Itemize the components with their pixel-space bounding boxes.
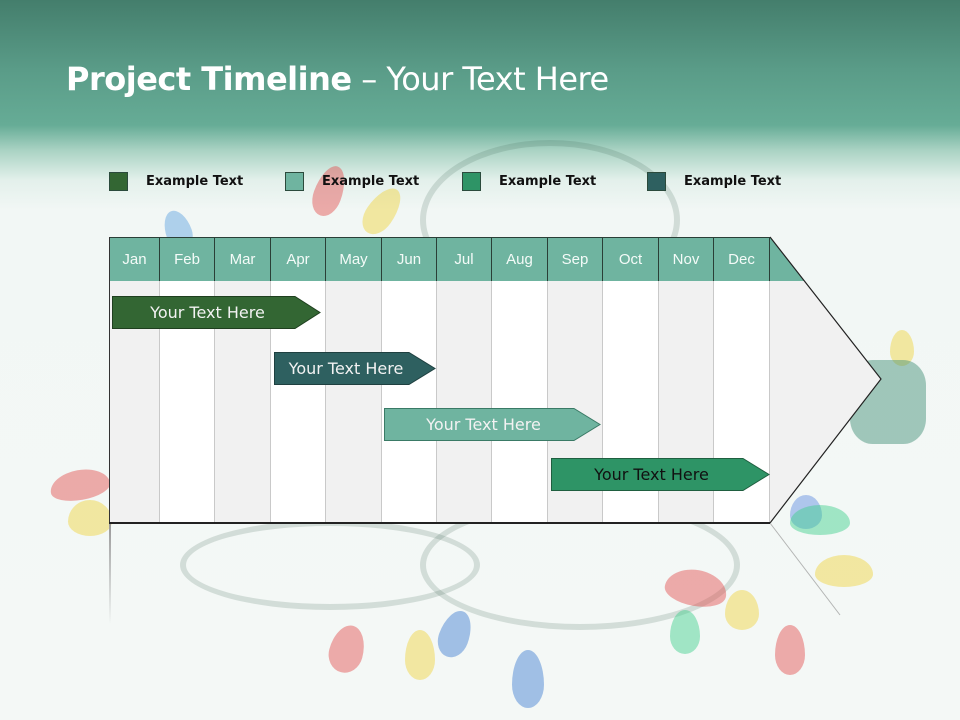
- task-label: Your Text Here: [288, 359, 404, 378]
- title-subtitle: – Your Text Here: [351, 60, 609, 98]
- task-label: Your Text Here: [594, 465, 709, 484]
- legend-item: Example Text: [109, 171, 243, 191]
- month-header-oct: Oct: [603, 237, 659, 281]
- page-title: Project Timeline – Your Text Here: [66, 60, 609, 98]
- legend-item: Example Text: [462, 171, 596, 191]
- month-header-dec: Dec: [714, 237, 770, 281]
- legend-item: Example Text: [647, 171, 781, 191]
- task-label: Your Text Here: [426, 415, 541, 434]
- month-header-nov: Nov: [659, 237, 714, 281]
- task-bar[interactable]: Your Text Here: [551, 458, 770, 491]
- task-bar[interactable]: Your Text Here: [112, 296, 321, 329]
- legend-label: Example Text: [684, 173, 782, 189]
- month-header-sep: Sep: [548, 237, 603, 281]
- month-column-jul: [437, 281, 492, 522]
- month-column-jun: [382, 281, 437, 522]
- timeline-reflection: [109, 524, 111, 624]
- task-bar[interactable]: Your Text Here: [384, 408, 601, 441]
- month-header-mar: Mar: [215, 237, 271, 281]
- timeline-left-border: [109, 237, 110, 523]
- legend-swatch-light-teal: [285, 171, 304, 191]
- month-column-may: [326, 281, 382, 522]
- legend-swatch-dark-green: [109, 171, 128, 191]
- legend-label: Example Text: [499, 173, 597, 189]
- legend-item: Example Text: [285, 171, 419, 191]
- month-header-jan: Jan: [109, 237, 160, 281]
- month-header-feb: Feb: [160, 237, 215, 281]
- task-label: Your Text Here: [150, 303, 265, 322]
- title-bold: Project Timeline: [66, 60, 352, 98]
- legend-swatch-green: [462, 171, 481, 191]
- timeline-bottom-border: [109, 522, 770, 524]
- task-bar[interactable]: Your Text Here: [274, 352, 436, 385]
- month-header-apr: Apr: [271, 237, 326, 281]
- legend-swatch-dark-teal: [647, 171, 666, 191]
- task-arrow-shape: [551, 458, 770, 491]
- legend-label: Example Text: [322, 173, 420, 189]
- month-header-jun: Jun: [382, 237, 437, 281]
- month-header-aug: Aug: [492, 237, 548, 281]
- month-column-aug: [492, 281, 548, 522]
- month-header-jul: Jul: [437, 237, 492, 281]
- task-arrow-shape: [274, 352, 436, 385]
- task-arrow-shape: [112, 296, 321, 329]
- legend-label: Example Text: [146, 173, 244, 189]
- task-arrow-shape: [384, 408, 601, 441]
- month-header-may: May: [326, 237, 382, 281]
